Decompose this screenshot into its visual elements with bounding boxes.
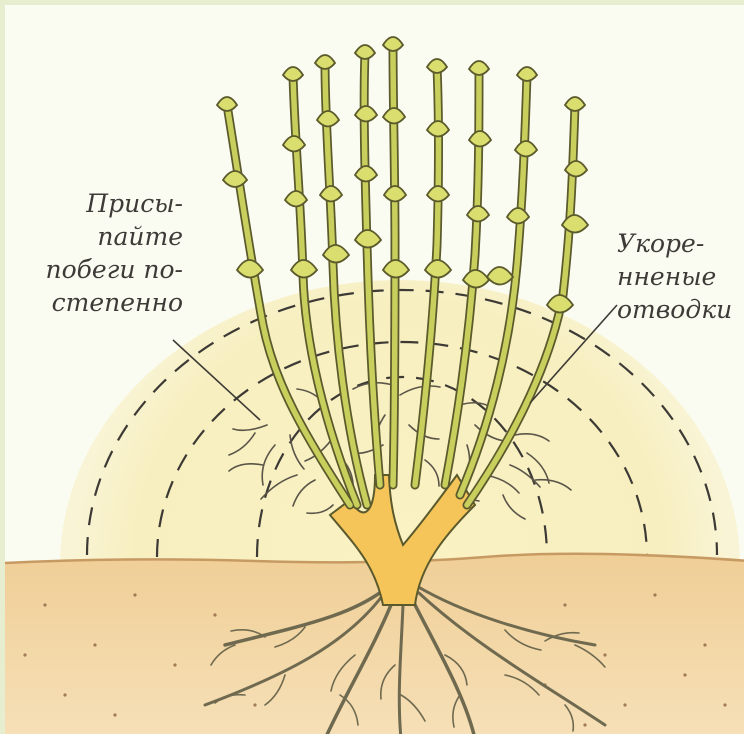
bud <box>427 121 449 137</box>
bud <box>467 206 489 222</box>
bud <box>317 111 339 127</box>
caption-line: Присы- <box>35 187 183 220</box>
bud <box>355 166 377 182</box>
bud <box>323 245 349 263</box>
caption-rooted-layers: Укоре- нненые отводки <box>617 227 732 326</box>
bud <box>565 97 585 111</box>
bud <box>355 230 381 248</box>
bud <box>315 55 335 69</box>
bud <box>283 67 303 81</box>
bud <box>565 161 587 177</box>
bud <box>223 171 247 187</box>
bud <box>507 208 529 224</box>
bud <box>427 186 449 202</box>
bud <box>469 61 489 75</box>
caption-line: побеги по- <box>35 253 183 286</box>
bud <box>383 108 405 124</box>
bud <box>320 186 342 202</box>
bud <box>384 186 406 202</box>
bud <box>487 267 513 285</box>
bud <box>383 260 409 278</box>
bud <box>355 106 377 122</box>
bud <box>383 37 403 51</box>
bud <box>355 45 375 59</box>
caption-line: Укоре- <box>617 227 732 260</box>
bud <box>237 260 263 278</box>
bud <box>425 260 451 278</box>
bud <box>291 260 317 278</box>
bud <box>217 97 237 111</box>
caption-line: пайте <box>35 220 183 253</box>
caption-line: степенно <box>35 286 183 319</box>
bud <box>547 295 573 313</box>
caption-hill-gradually: Присы- пайте побеги по- степенно <box>35 187 183 319</box>
bud <box>469 131 491 147</box>
bud <box>283 136 305 152</box>
bud <box>427 59 447 73</box>
caption-line: отводки <box>617 293 732 326</box>
layering-illustration <box>5 5 744 734</box>
bud <box>517 67 537 81</box>
bud <box>285 191 307 207</box>
caption-line: нненые <box>617 260 732 293</box>
bud <box>515 141 537 157</box>
bud <box>463 270 489 288</box>
leaf-buds <box>217 37 588 313</box>
